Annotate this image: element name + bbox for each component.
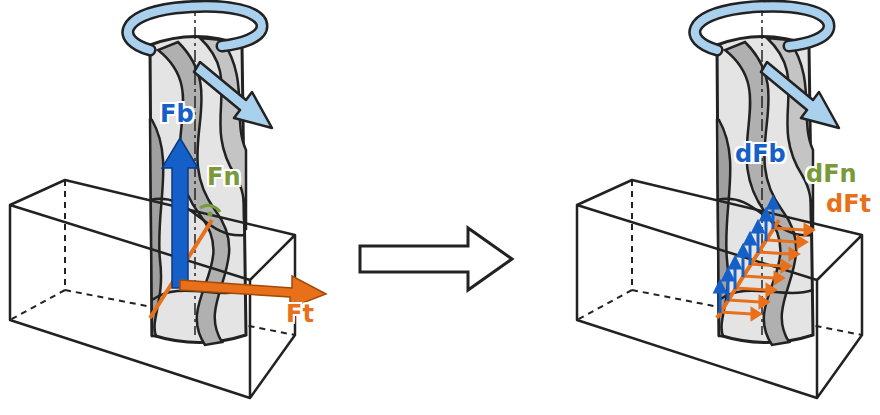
normal-angle-mark	[208, 212, 213, 217]
distributed-forces	[715, 198, 813, 319]
force-arrow-fb	[162, 138, 198, 288]
force-label: Fn	[207, 163, 240, 191]
end-mill-resultant	[10, 4, 295, 398]
force-label: Fb	[160, 100, 194, 128]
transition-arrow	[360, 228, 512, 290]
normal-angle-mark	[200, 205, 220, 212]
force-label: Ft	[286, 300, 314, 328]
force-arrow-dfb	[715, 198, 778, 313]
end-mill-distributed	[577, 4, 862, 398]
force-label: dFt	[826, 190, 871, 218]
force-label: dFb	[735, 140, 786, 168]
force-label: dFn	[806, 160, 857, 188]
